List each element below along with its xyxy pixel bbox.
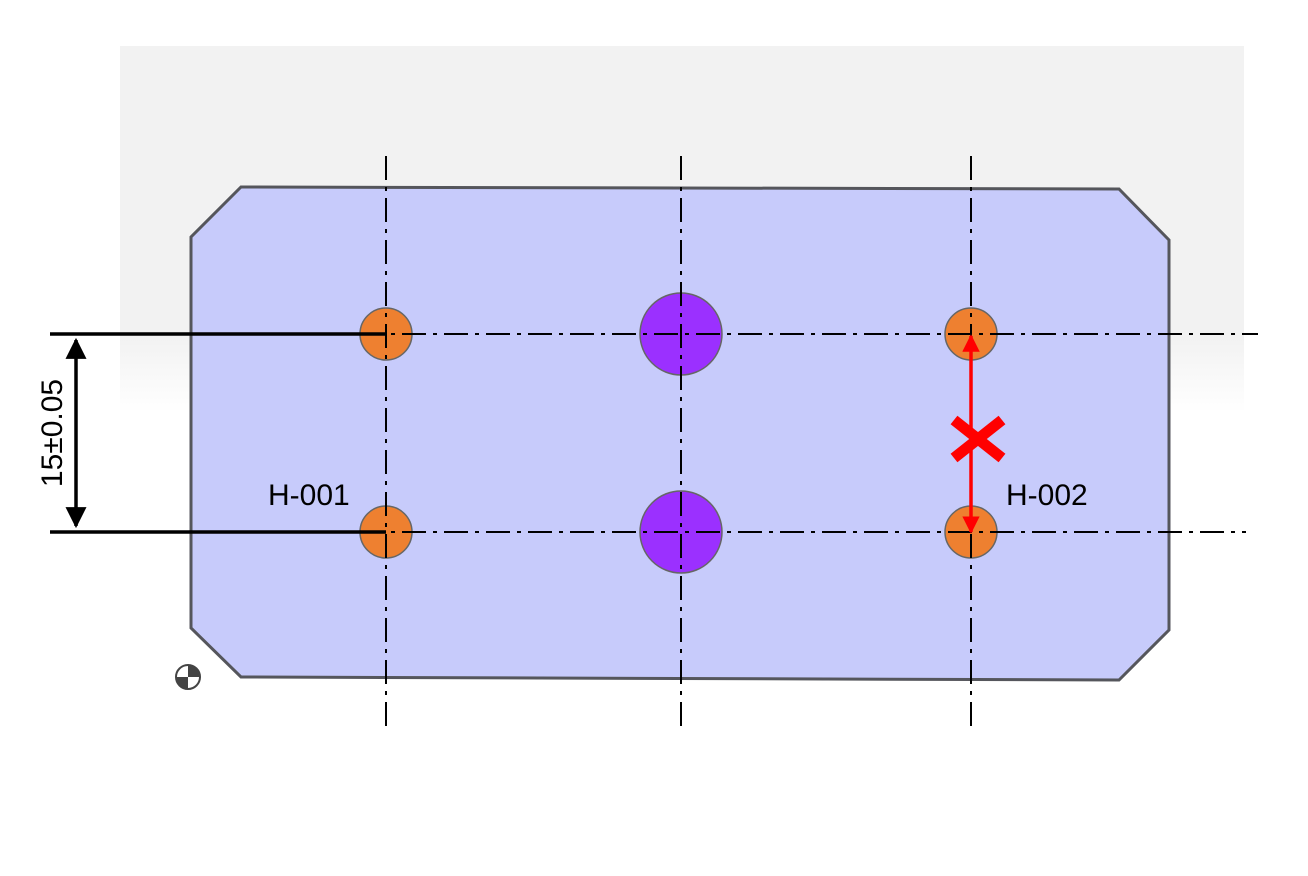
- datum-origin-icon: [175, 664, 201, 690]
- hole-label-h001: H-001: [268, 479, 350, 512]
- invalid-dimension: [950, 334, 1006, 534]
- dimension: 15±0.05: [36, 332, 386, 534]
- cross-mark-icon: [950, 415, 1006, 463]
- dimension-label: 15±0.05: [36, 379, 69, 487]
- large-hole: [639, 490, 723, 574]
- plate: [189, 185, 1171, 682]
- hole-label-h002: H-002: [1006, 479, 1088, 512]
